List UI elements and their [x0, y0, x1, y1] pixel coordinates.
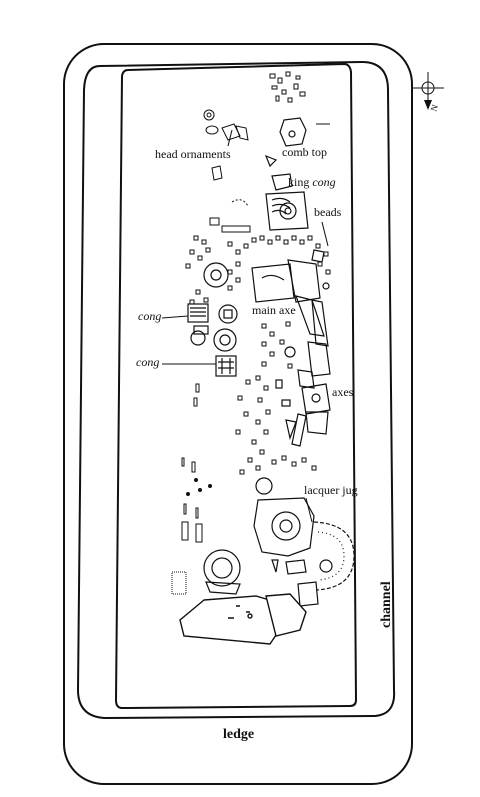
label-lacquer-jug: lacquer jug — [304, 483, 358, 497]
label-cong-2: cong — [136, 355, 159, 369]
dotted-ring — [231, 199, 249, 207]
bottom-wood-slab — [179, 593, 307, 645]
cong-1-leader-line — [161, 315, 189, 319]
bead-row-left — [185, 217, 331, 305]
label-cong-1: cong — [138, 309, 161, 323]
label-king-cong-italic: cong — [312, 175, 335, 189]
axes-cluster — [275, 341, 331, 447]
jade-disc-bi — [203, 262, 229, 288]
compass-icon: N — [412, 72, 444, 113]
label-comb-top: comb top — [282, 145, 327, 159]
label-ledge: ledge — [223, 727, 254, 742]
label-channel: channel — [379, 581, 394, 628]
lacquer-jug-leader-line — [305, 497, 313, 523]
label-king-text: king — [288, 175, 312, 189]
head-ornaments-group — [203, 109, 249, 181]
beads-leader-line — [321, 221, 329, 247]
jade-disc-mid — [190, 328, 237, 352]
king-cong-object — [265, 173, 309, 231]
cong-object-2 — [215, 355, 237, 377]
cong-object-1 — [187, 303, 238, 335]
lacquer-jug-object — [253, 477, 355, 591]
compass-n-label: N — [428, 103, 440, 113]
coffin-outline — [114, 62, 358, 710]
label-head-ornaments: head ornaments — [155, 147, 231, 161]
label-beads: beads — [314, 205, 342, 219]
label-king-cong: king cong — [288, 175, 336, 189]
main-axe-object — [251, 249, 330, 347]
comb-top-object — [264, 117, 307, 168]
label-axes: axes — [332, 385, 354, 399]
small-tools-left — [171, 478, 212, 595]
pottery-vessel — [203, 549, 319, 607]
label-main-axe: main axe — [252, 303, 296, 317]
bead-scatter-mid — [181, 321, 317, 475]
comb-cluster-top — [269, 71, 330, 125]
